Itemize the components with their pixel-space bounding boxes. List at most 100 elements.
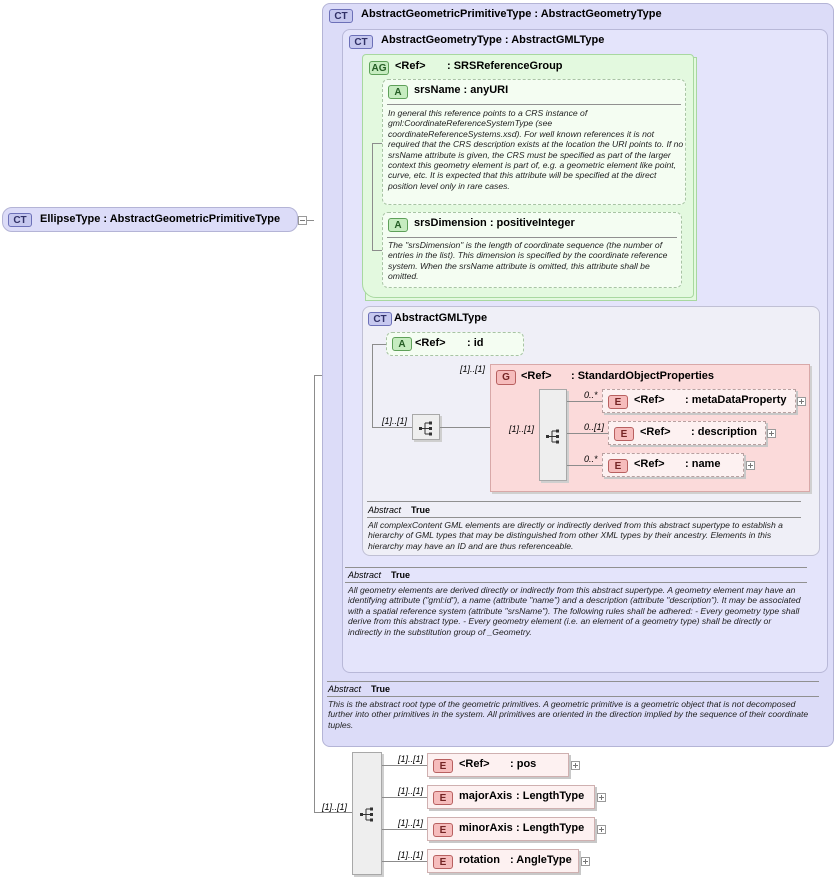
- gml-sequence-cardinality: [1]..[1]: [382, 416, 408, 426]
- id-attribute[interactable]: A <Ref> : id: [386, 332, 524, 356]
- attribute-type: : anyURI: [463, 84, 509, 96]
- abstract-value: True: [391, 570, 411, 580]
- expand-button[interactable]: [597, 793, 606, 802]
- connector-line: [382, 829, 427, 830]
- type-base: AbstractGMLType: [511, 34, 605, 46]
- element-type: : LengthType: [516, 790, 585, 802]
- srs-dimension-attribute[interactable]: A srsDimension : positiveInteger The "sr…: [382, 212, 682, 288]
- sop-cardinality: [1]..[1]: [460, 364, 486, 374]
- type-base: AbstractGeometricPrimitiveType: [109, 213, 281, 225]
- element-icon: E: [433, 759, 453, 773]
- collapse-button[interactable]: [298, 216, 307, 225]
- doc-divider: [367, 501, 801, 502]
- element-icon: E: [433, 791, 453, 805]
- complex-type-icon: CT: [8, 213, 32, 227]
- element-name: <Ref>: [459, 758, 490, 770]
- element-type: : pos: [510, 758, 537, 770]
- id-ref: <Ref>: [415, 337, 446, 349]
- connector-line: [314, 375, 315, 813]
- minor-axis-element[interactable]: E minorAxis : LengthType: [427, 817, 595, 841]
- element-name: majorAxis: [459, 790, 513, 802]
- description-element[interactable]: E <Ref> : description: [608, 421, 766, 445]
- doc-divider: [345, 582, 807, 583]
- connector-line: [372, 143, 382, 144]
- attribute-icon: A: [388, 85, 408, 99]
- sop-sequence-compositor[interactable]: [539, 389, 567, 481]
- meta-data-property-element[interactable]: E <Ref> : metaDataProperty: [602, 389, 796, 413]
- root-sequence-compositor[interactable]: [352, 752, 382, 875]
- connector-line: [440, 427, 490, 428]
- srs-group-name: : SRSReferenceGroup: [447, 60, 563, 72]
- sop-name: : StandardObjectProperties: [571, 370, 715, 382]
- connector-line: [382, 765, 427, 766]
- group-icon: G: [496, 370, 516, 385]
- connector-line: [314, 375, 322, 376]
- agt-documentation: All geometry elements are derived direct…: [348, 585, 801, 637]
- root-sequence-cardinality: [1]..[1]: [322, 802, 348, 812]
- agt-title: AbstractGeometryType : AbstractGMLType: [381, 34, 604, 46]
- expand-button[interactable]: [767, 429, 776, 438]
- srs-name-label: srsName : anyURI: [414, 84, 508, 96]
- connector-line: [372, 143, 373, 251]
- element-cardinality: [1]..[1]: [398, 850, 424, 860]
- srs-name-documentation: In general this reference points to a CR…: [388, 108, 684, 191]
- connector-line: [567, 465, 602, 466]
- connector-line: [567, 433, 608, 434]
- connector-line: [567, 401, 602, 402]
- element-icon: E: [433, 823, 453, 837]
- abstract-value: True: [371, 684, 391, 694]
- element-cardinality: [1]..[1]: [398, 818, 424, 828]
- element-name: rotation: [459, 854, 500, 866]
- element-cardinality: 0..[1]: [584, 422, 605, 432]
- connector-line: [372, 344, 386, 345]
- connector-line: [306, 220, 314, 221]
- attribute-group-icon: AG: [369, 61, 389, 75]
- element-ref: <Ref>: [634, 458, 665, 470]
- agp-title: AbstractGeometricPrimitiveType : Abstrac…: [361, 8, 662, 20]
- id-name: : id: [467, 337, 484, 349]
- pos-element[interactable]: E <Ref> : pos: [427, 753, 569, 777]
- srs-dimension-documentation: The "srsDimension" is the length of coor…: [388, 240, 668, 282]
- connector-line: [382, 797, 427, 798]
- abstract-label: Abstract: [368, 505, 402, 515]
- sop-ref: <Ref>: [521, 370, 552, 382]
- element-cardinality: [1]..[1]: [398, 786, 424, 796]
- element-icon: E: [433, 855, 453, 869]
- connector-line: [372, 250, 382, 251]
- expand-button[interactable]: [746, 461, 755, 470]
- srs-dimension-label: srsDimension : positiveInteger: [414, 217, 575, 229]
- rotation-element[interactable]: E rotation : AngleType: [427, 849, 579, 873]
- connector-line: [314, 812, 352, 813]
- type-name: EllipseType: [40, 213, 101, 225]
- expand-button[interactable]: [581, 857, 590, 866]
- attribute-type: : positiveInteger: [489, 217, 575, 229]
- sequence-icon: [360, 807, 373, 822]
- major-axis-element[interactable]: E majorAxis : LengthType: [427, 785, 595, 809]
- type-separator: :: [504, 34, 512, 46]
- name-element[interactable]: E <Ref> : name: [602, 453, 744, 477]
- connector-line: [372, 427, 412, 428]
- expand-button[interactable]: [571, 761, 580, 770]
- agp-documentation: This is the abstract root type of the ge…: [328, 699, 809, 730]
- connector-line: [372, 344, 373, 428]
- element-ref: <Ref>: [634, 394, 665, 406]
- element-icon: E: [608, 459, 628, 473]
- element-icon: E: [608, 395, 628, 409]
- connector-line: [382, 861, 427, 862]
- doc-divider: [387, 104, 681, 105]
- expand-button[interactable]: [597, 825, 606, 834]
- element-cardinality: [1]..[1]: [398, 754, 424, 764]
- type-separator: :: [534, 8, 541, 20]
- element-name: minorAxis: [459, 822, 513, 834]
- element-name: : description: [691, 426, 758, 438]
- srs-name-attribute[interactable]: A srsName : anyURI In general this refer…: [382, 79, 686, 205]
- ellipse-type-box[interactable]: CT EllipseType : AbstractGeometricPrimit…: [2, 207, 298, 232]
- element-type: : LengthType: [516, 822, 585, 834]
- gml-sequence-compositor[interactable]: [412, 414, 440, 440]
- abstract-label: Abstract: [348, 570, 382, 580]
- doc-divider: [327, 696, 819, 697]
- element-type: : AngleType: [510, 854, 572, 866]
- element-cardinality: 0..*: [584, 454, 598, 464]
- expand-button[interactable]: [797, 397, 806, 406]
- element-icon: E: [614, 427, 634, 441]
